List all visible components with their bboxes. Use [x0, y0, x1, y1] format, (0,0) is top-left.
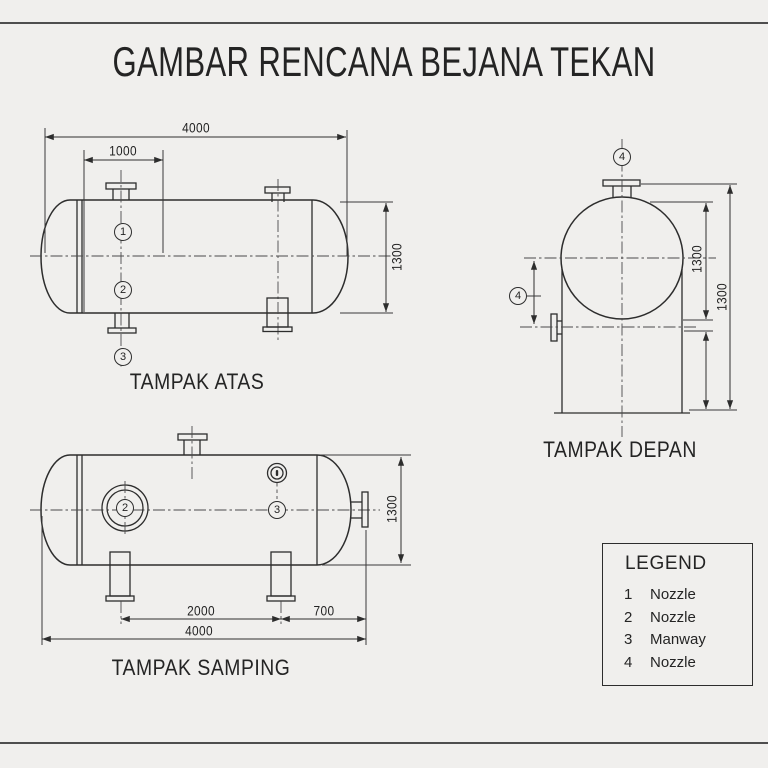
- legend-item-label: Nozzle: [650, 586, 696, 603]
- dim-side-saddle-spacing: 2000: [187, 603, 215, 619]
- sheet-border-bottom: [0, 742, 768, 744]
- legend-box: LEGEND 1 Nozzle 2 Nozzle 3 Manway 4 Nozz…: [602, 543, 753, 686]
- top-view-vessel: [30, 170, 396, 368]
- legend-item: 2 Nozzle: [624, 607, 752, 630]
- dim-side-saddle-to-nozzle: 700: [313, 603, 335, 619]
- balloon-nozzle-4-top: 4: [613, 148, 631, 166]
- legend-item-number: 1: [624, 586, 633, 603]
- legend-item: 1 Nozzle: [624, 584, 752, 607]
- dim-side-overall-length: 4000: [185, 623, 213, 639]
- balloon-manway-3: 3: [114, 348, 132, 366]
- sheet-border-top: [0, 22, 768, 24]
- top-view-dimensions: [44, 128, 393, 314]
- dim-top-overall-length: 4000: [182, 120, 210, 136]
- front-view-vessel: [520, 139, 716, 437]
- page-title: GAMBAR RENCANA BEJANA TEKAN: [112, 38, 656, 85]
- legend-item-number: 4: [624, 653, 633, 671]
- legend-item-label: Manway: [650, 631, 706, 648]
- balloon-nozzle-2: 2: [114, 281, 132, 299]
- dim-side-diameter: 1300: [384, 495, 400, 523]
- legend-item-number: 3: [624, 631, 633, 648]
- balloon-nozzle-4-side: 4: [509, 287, 527, 305]
- view-title-top: TAMPAK ATAS: [129, 369, 265, 394]
- front-view-dimensions: [527, 183, 737, 411]
- view-title-front: TAMPAK DEPAN: [543, 437, 697, 462]
- legend-item-label: Nozzle: [650, 653, 696, 671]
- legend-item: 3 Manway: [624, 629, 752, 652]
- balloon-manway-3-side-view: 3: [268, 501, 286, 519]
- legend-item-label: Nozzle: [650, 608, 696, 626]
- dim-front-overall-height: 1300: [714, 283, 730, 311]
- dim-top-width: 1300: [389, 243, 405, 271]
- balloon-nozzle-1: 1: [114, 223, 132, 241]
- dim-front-diameter: 1300: [689, 245, 705, 273]
- view-title-side: TAMPAK SAMPING: [111, 655, 291, 680]
- legend-item-number: 2: [624, 608, 633, 626]
- legend-item: 4 Nozzle: [624, 652, 752, 675]
- side-view-dimensions: [41, 454, 411, 645]
- balloon-nozzle-2-side-view: 2: [116, 499, 134, 517]
- dim-top-nozzle-offset: 1000: [109, 143, 137, 159]
- legend-title: LEGEND: [625, 553, 707, 574]
- side-view-vessel: [30, 426, 380, 624]
